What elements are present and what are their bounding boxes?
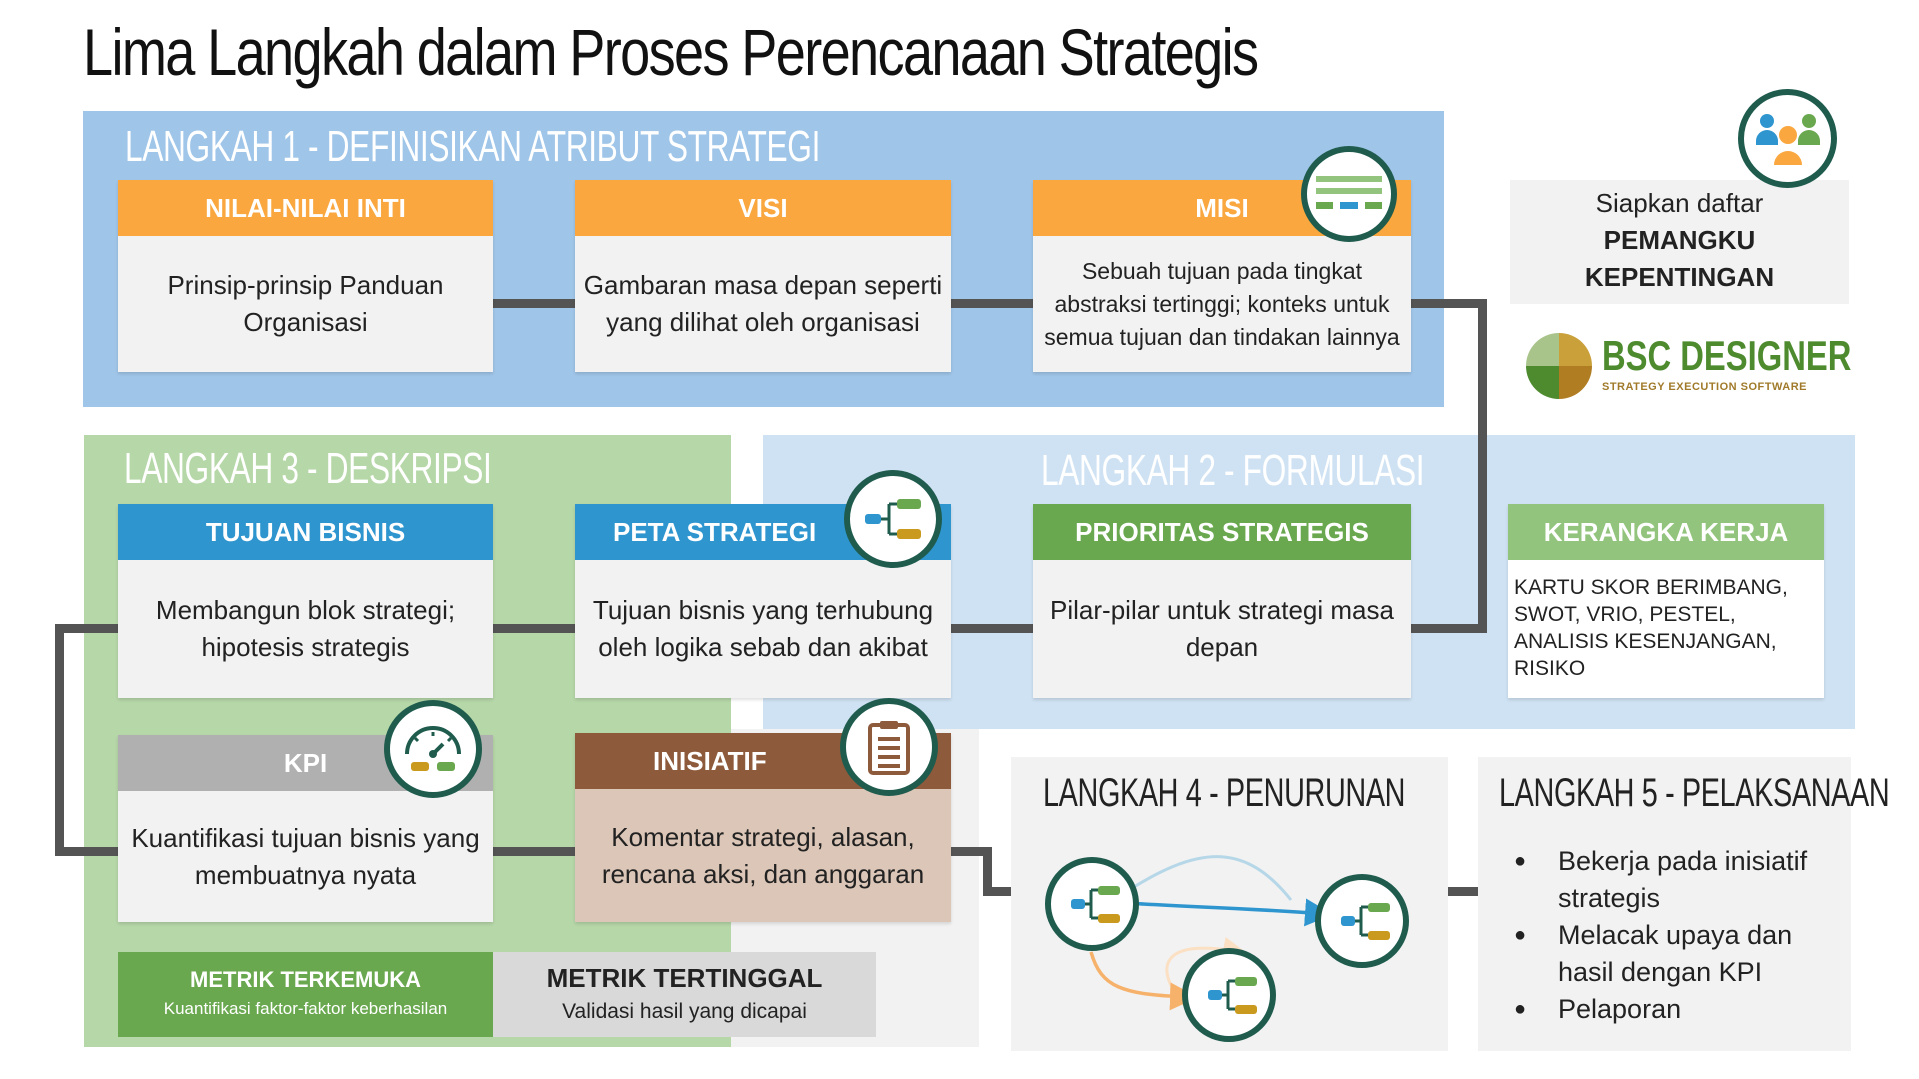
card-body: Pilar-pilar untuk strategi masa depan [1050,595,1394,662]
card-title: PRIORITAS STRATEGIS [1033,504,1411,560]
card-inisiatif: INISIATIF Komentar strategi, alasan, ren… [575,733,951,922]
page-title: Lima Langkah dalam Proses Perencanaan St… [83,15,1259,89]
card-title: VISI [575,180,951,236]
kpi-gauge-icon [384,700,482,798]
stakeholders-box: Siapkan daftar PEMANGKU KEPENTINGAN [1510,180,1849,304]
card-body: Komentar strategi, alasan, rencana aksi,… [601,821,925,889]
card-body: Tujuan bisnis yang terhubung oleh logika… [592,595,934,662]
list-item: Bekerja pada inisiatif strategis [1490,843,1840,917]
cascade-node-top-left [1045,857,1139,951]
card-title: NILAI-NILAI INTI [118,180,493,236]
card-body: Prinsip-prinsip Panduan Organisasi [167,270,444,337]
card-title: KERANGKA KERJA [1508,504,1824,560]
stakeholders-line3: KEPENTINGAN [1584,262,1775,292]
strategy-map-icon [844,470,942,568]
bsc-logo-name: BSC DESIGNER [1602,332,1852,379]
connector-visi-misi [951,299,1033,308]
lagging-metrics-sub: Validasi hasil yang dicapai [562,1000,807,1023]
connector-prioritas-right [1411,624,1487,633]
lagging-metrics-box: METRIK TERTINGGAL Validasi hasil yang di… [493,952,876,1037]
bsc-logo-mark [1524,331,1594,401]
step5-label: LANGKAH 5 - PELAKSANAAN [1499,771,1890,815]
card-body: Membangun blok strategi; hipotesis strat… [155,595,456,662]
card-misi: MISI Sebuah tujuan pada tingkat abstraks… [1033,180,1411,372]
cascade-arrow-forward [1110,898,1333,927]
connector-elbow-vertical [983,847,992,896]
cascade-node-bottom [1182,948,1276,1042]
connector-elbow-to-step4 [983,887,1011,896]
list-item: Pelaporan [1490,991,1840,1028]
leading-metrics-sub: Kuantifikasi faktor-faktor keberhasilan [163,999,448,1018]
card-body: Kuantifikasi tujuan bisnis yang membuatn… [131,822,480,890]
card-tujuan-bisnis: TUJUAN BISNIS Membangun blok strategi; h… [118,504,493,698]
leading-metrics-title: METRIK TERKEMUKA [190,967,421,992]
mission-icon [1301,146,1397,242]
leading-metrics-box: METRIK TERKEMUKA Kuantifikasi faktor-fak… [118,952,493,1037]
card-visi: VISI Gambaran masa depan seperti yang di… [575,180,951,372]
cascade-arrow-down [1089,951,1198,1011]
card-body: Gambaran masa depan seperti yang dilihat… [583,270,943,337]
connector-misi-right [1411,299,1487,308]
initiative-clipboard-icon [840,698,938,796]
card-kerangka-kerja: KERANGKA KERJA KARTU SKOR BERIMBANG, SWO… [1508,504,1824,698]
step1-label: LANGKAH 1 - DEFINISIKAN ATRIBUT STRATEGI [125,122,821,171]
cascade-node-right [1315,874,1409,968]
connector-vertical-left [55,624,64,856]
card-body: Sebuah tujuan pada tingkat abstraksi ter… [1044,257,1400,350]
connector-nilai-visi [493,299,575,308]
cascading-diagram [1045,855,1409,1042]
step5-list: Bekerja pada inisiatif strategis Melacak… [1490,843,1840,1028]
connector-kpi-left [55,847,118,856]
step3-label: LANGKAH 3 - DESKRIPSI [124,444,492,493]
connector-inisiatif-right [951,847,991,856]
card-prioritas-strategis: PRIORITAS STRATEGIS Pilar-pilar untuk st… [1033,504,1411,698]
connector-peta-prioritas [951,624,1033,633]
card-nilai-nilai-inti: NILAI-NILAI INTI Prinsip-prinsip Panduan… [118,180,493,372]
connector-tujuan-left [55,624,118,633]
cascade-arrow-back [1106,855,1293,906]
lagging-metrics-title: METRIK TERTINGGAL [546,963,823,993]
connector-vertical-right [1478,299,1487,633]
step2-label: LANGKAH 2 - FORMULASI [1041,446,1425,495]
card-body: KARTU SKOR BERIMBANG, SWOT, VRIO, PESTEL… [1514,576,1788,680]
connector-step4-step5 [1448,887,1478,896]
stakeholders-line2: PEMANGKU [1603,225,1756,255]
card-title: TUJUAN BISNIS [118,504,493,560]
bsc-logo-tagline: STRATEGY EXECUTION SOFTWARE [1602,381,1807,393]
stakeholders-icon [1738,89,1837,188]
connector-tujuan-peta [493,624,575,633]
connector-kpi-inisiatif [493,847,575,856]
list-item: Melacak upaya dan hasil dengan KPI [1490,917,1840,991]
card-title-text: INISIATIF [653,745,767,776]
step4-label: LANGKAH 4 - PENURUNAN [1043,771,1406,815]
stakeholders-line1: Siapkan daftar [1595,188,1764,218]
card-title-text: PETA STRATEGI [613,516,817,547]
